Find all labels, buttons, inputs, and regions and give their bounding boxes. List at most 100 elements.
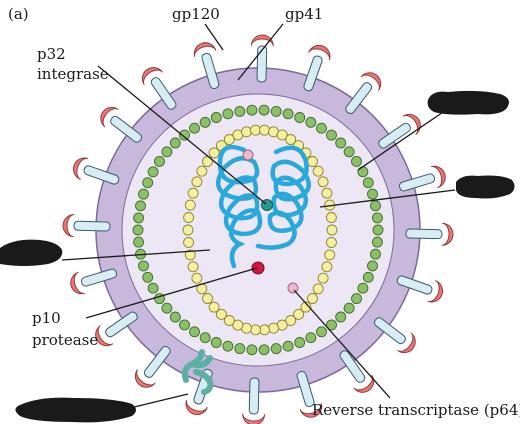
matrix-bead <box>258 104 270 116</box>
gp41-stem <box>378 122 411 149</box>
matrix-bead <box>357 282 369 294</box>
spike <box>242 377 266 424</box>
gp41-stem <box>143 345 171 378</box>
gp120-cap <box>242 413 266 424</box>
matrix-bead <box>294 337 306 348</box>
capsid-bead <box>300 301 312 313</box>
capsid-bead <box>208 301 220 313</box>
gp41-stem <box>105 311 138 338</box>
reverse-transcriptase-molecule <box>287 282 299 294</box>
capsid-bead <box>202 293 213 304</box>
protease-molecule <box>251 261 265 275</box>
capsid-bead <box>241 126 252 138</box>
matrix-bead <box>133 212 145 224</box>
gp120-cap <box>250 34 274 47</box>
capsid-bead <box>285 134 297 145</box>
spike <box>95 311 138 347</box>
capsid-bead <box>324 249 336 261</box>
matrix-bead <box>169 137 181 149</box>
matrix-bead <box>343 302 355 314</box>
matrix-bead <box>335 137 347 149</box>
gp120-cap <box>397 332 416 354</box>
leader-protease <box>85 267 258 319</box>
gp120-cap <box>134 369 156 388</box>
redaction-marks <box>0 90 515 423</box>
capsid-bead <box>259 324 270 336</box>
gp41-stem <box>83 165 120 185</box>
capsid-bead <box>187 261 199 273</box>
capsid-bead <box>312 283 324 295</box>
matrix-bead <box>343 146 355 158</box>
matrix-bead <box>161 302 173 314</box>
matrix-bead <box>179 129 190 141</box>
leader-redacted-right <box>319 189 456 208</box>
leader-gp41 <box>237 23 284 81</box>
matrix-bead <box>335 311 347 323</box>
matrix-bead <box>147 282 159 294</box>
matrix-bead <box>246 344 258 356</box>
redaction-right <box>456 175 515 199</box>
gp41-stem <box>110 115 143 143</box>
matrix-bead <box>282 340 294 352</box>
matrix-bead <box>179 319 190 331</box>
capsid-bead <box>250 324 261 336</box>
capsid-bead <box>326 224 338 236</box>
gp41-stem <box>150 77 177 110</box>
matrix-bead <box>189 122 200 134</box>
matrix-bead <box>270 343 282 355</box>
leader-lines <box>61 23 456 409</box>
leader-integrase <box>97 65 267 205</box>
matrix-bead <box>234 343 246 355</box>
gp120-cap <box>360 72 382 91</box>
gp41-stem <box>303 55 323 92</box>
capsid-bead <box>182 224 194 236</box>
capsid-bead <box>293 308 305 320</box>
panel-label: (a) <box>8 5 29 23</box>
spike <box>405 222 454 246</box>
capsid-bead <box>183 237 195 248</box>
gp120-cap <box>427 280 444 303</box>
capsid-bead <box>208 147 220 159</box>
spike <box>70 268 118 295</box>
gp120-cap <box>72 157 89 180</box>
matrix-bead <box>370 248 381 260</box>
matrix-bead <box>371 236 383 248</box>
redaction-upper-right <box>427 90 509 115</box>
rna-strand-left <box>215 144 263 269</box>
matrix-bead <box>370 200 381 212</box>
label-p10: p10 <box>32 309 61 327</box>
capsid-bead <box>187 187 199 199</box>
gp120-cap <box>441 222 454 246</box>
matrix-bead <box>367 260 378 272</box>
matrix-bead <box>210 112 222 123</box>
matrix-bead <box>147 166 159 178</box>
spike <box>100 106 143 143</box>
gp41-stem <box>339 350 366 383</box>
matrix-bead <box>362 177 374 189</box>
matrix-bead <box>222 108 234 120</box>
matrix-bead <box>372 224 384 236</box>
matrix-bead <box>326 129 337 141</box>
gp41-stem <box>296 370 315 408</box>
matrix-bead <box>199 116 211 128</box>
matrix-bead <box>270 105 282 117</box>
capsid-bead <box>223 315 235 326</box>
capsid-bead <box>259 124 270 136</box>
leader-redacted-upper-right <box>357 105 453 171</box>
gp120-cap <box>62 214 75 238</box>
matrix-bead <box>351 293 362 305</box>
capsid-bead <box>307 293 318 304</box>
matrix-bead <box>142 271 154 283</box>
leader-gp120 <box>204 23 224 51</box>
spike <box>141 67 177 110</box>
capsid-bead <box>312 165 324 177</box>
gp41-stem <box>398 173 436 192</box>
capsid-bead <box>307 156 318 167</box>
matrix-bead <box>234 105 246 117</box>
rna-strand-right <box>255 145 311 250</box>
reverse-transcriptase-molecule <box>242 149 254 161</box>
leader-redacted-bottom <box>129 393 189 409</box>
matrix-bead <box>161 146 173 158</box>
matrix-bead <box>305 116 317 128</box>
matrix-bead <box>189 326 200 338</box>
